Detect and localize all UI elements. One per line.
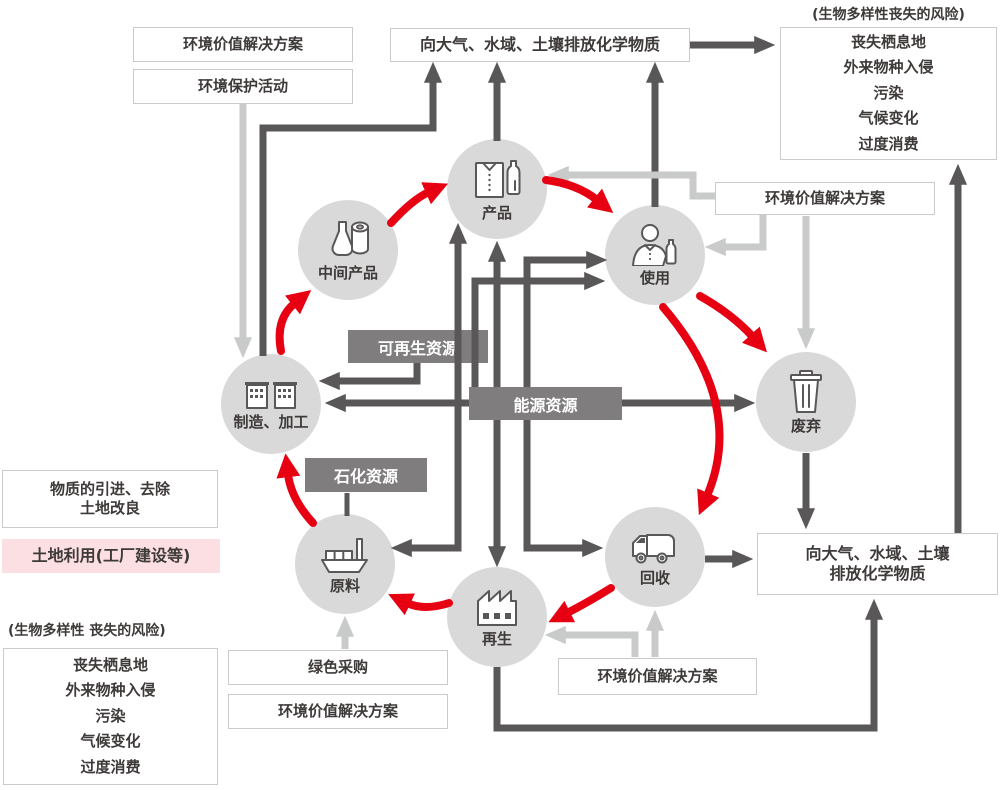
risk-item: 外来物种入侵 [65, 681, 156, 700]
top-right-risk-box: 丧失栖息地 外来物种入侵 污染 气候变化 过度消费 [780, 27, 997, 160]
risk-item: 污染 [873, 83, 904, 102]
node-use: 使用 [605, 205, 705, 305]
risk-item: 污染 [95, 706, 126, 725]
garbage-truck-icon [632, 534, 675, 564]
bottom-right-chemical-emission-box: 向大气、水域、土壤 排放化学物质 [757, 533, 998, 595]
top-right-risk-caption: (生物多样性丧失的风险) [780, 4, 997, 24]
box-text-line1: 物质的引进、去除 [49, 480, 170, 499]
regeneration-factory-icon [477, 590, 517, 626]
caption-text: (生物多样性 丧失的风险) [8, 623, 166, 639]
node-label: 制造、加工 [233, 413, 309, 431]
box-text: 环境价值解决方案 [277, 702, 398, 721]
node-product: 产品 [447, 139, 547, 239]
node-label: 中间产品 [317, 264, 378, 282]
right-solution-box: 环境价值解决方案 [715, 182, 935, 215]
petrochemical-resources-text: 石化资源 [333, 467, 398, 486]
risk-item: 过度消费 [858, 134, 919, 153]
green-procurement-box: 绿色采购 [228, 650, 448, 685]
box-text-line2: 排放化学物质 [829, 564, 926, 583]
bottom-left-risk-box: 丧失栖息地 外来物种入侵 污染 气候变化 过度消费 [3, 648, 218, 785]
bottom-left-risk-caption: (生物多样性 丧失的风险) [8, 620, 218, 640]
node-intermediate: 中间产品 [298, 200, 398, 300]
cargo-ship-icon [321, 538, 368, 573]
risk-item: 外来物种入侵 [843, 58, 934, 77]
box-text-line1: 向大气、水域、土壤 [805, 544, 950, 563]
node-recycle: 回收 [605, 507, 705, 607]
manufacturing-factory-icon [245, 382, 297, 409]
node-label: 原料 [329, 577, 360, 595]
risk-item: 气候变化 [858, 109, 919, 128]
node-manufacturing: 制造、加工 [221, 354, 321, 454]
environment-protection-box: 环境保护活动 [133, 69, 353, 104]
risk-item: 气候变化 [80, 732, 141, 751]
land-use-box: 土地利用(工厂建设等) [2, 539, 220, 573]
top-left-solution-box: 环境价值解决方案 [133, 27, 353, 62]
node-label: 再生 [481, 630, 512, 648]
energy-resources-text: 能源资源 [513, 395, 578, 415]
material-land-annotation-box: 物质的引进、去除 土地改良 [2, 470, 218, 528]
risk-item: 过度消费 [80, 757, 141, 776]
box-text: 环境保护活动 [197, 77, 288, 96]
risk-item: 丧失栖息地 [850, 32, 926, 51]
intermediate-product-icon [331, 221, 369, 256]
node-label: 废弃 [790, 417, 821, 435]
node-label: 回收 [639, 569, 670, 587]
risk-item: 丧失栖息地 [72, 655, 148, 674]
box-text: 绿色采购 [307, 658, 368, 677]
petrochemical-resources-label: 石化资源 [305, 458, 427, 492]
caption-text: (生物多样性丧失的风险) [812, 7, 965, 23]
top-chemical-emission-box: 向大气、水域、土壤排放化学物质 [390, 28, 690, 62]
node-label: 使用 [639, 269, 670, 287]
product-icon [475, 160, 521, 198]
trash-bin-icon [790, 370, 822, 413]
box-text: 向大气、水域、土壤排放化学物质 [419, 35, 660, 54]
energy-resources-label: 能源资源 [469, 387, 622, 420]
box-text: 环境价值解决方案 [597, 667, 718, 686]
node-disposal: 废弃 [756, 352, 856, 452]
box-text: 环境价值解决方案 [764, 189, 885, 208]
box-text: 土地利用(工厂建设等) [31, 546, 191, 565]
box-text-line2: 土地改良 [79, 499, 140, 517]
node-regeneration: 再生 [447, 567, 547, 667]
bottom-left-solution-box: 环境价值解决方案 [228, 694, 448, 729]
use-person-icon [632, 224, 677, 266]
bottom-center-solution-box: 环境价值解决方案 [558, 658, 757, 695]
box-text: 环境价值解决方案 [182, 35, 303, 54]
node-label: 产品 [481, 204, 512, 222]
node-raw-material: 原料 [295, 514, 395, 614]
